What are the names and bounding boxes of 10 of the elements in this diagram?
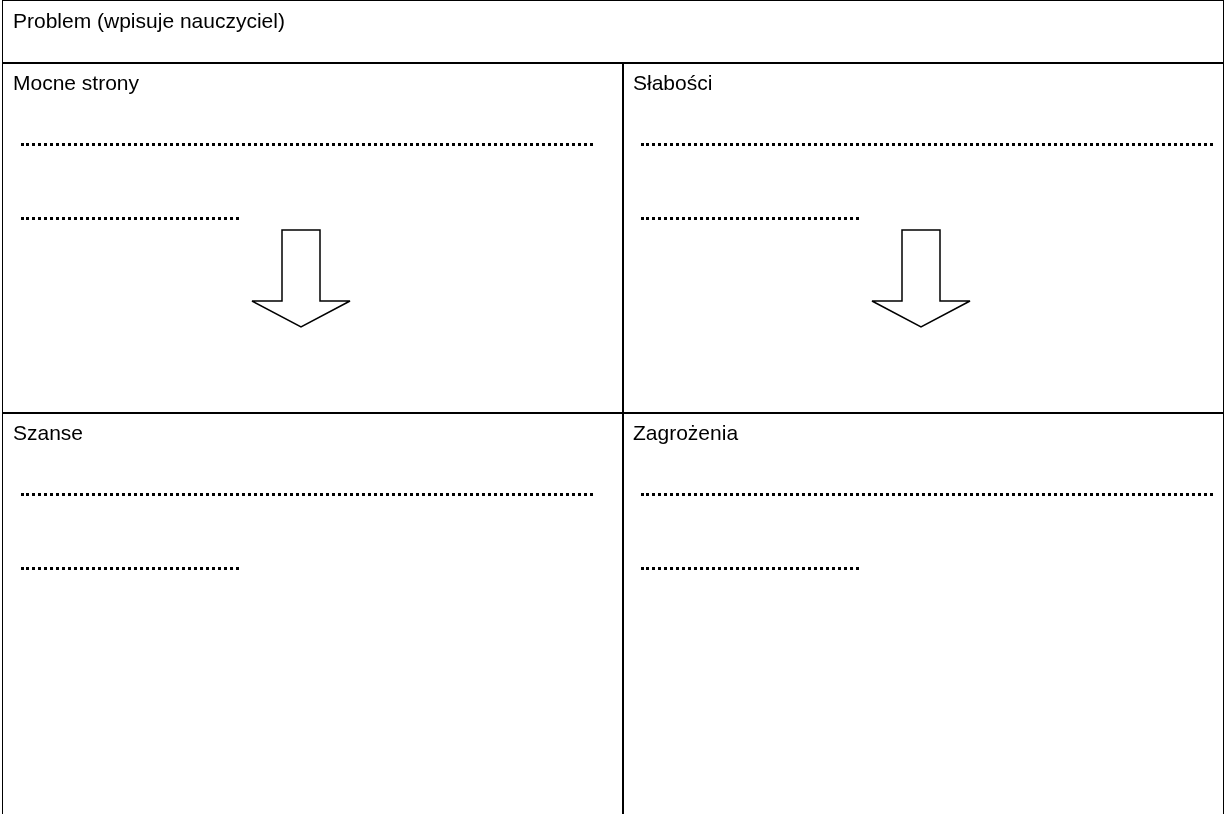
table-cell <box>622 62 1224 414</box>
section-heading: Szanse <box>13 421 84 445</box>
section-heading: Mocne strony <box>13 71 140 95</box>
table-heading: Problem (wpisuje nauczyciel) <box>13 9 285 33</box>
table-cell <box>2 62 624 414</box>
table-cell <box>622 412 1224 814</box>
section-heading: Słabości <box>633 71 713 95</box>
table-cell <box>2 412 624 814</box>
table-cell <box>2 0 1224 64</box>
section-heading: Zagrożenia <box>633 421 739 445</box>
